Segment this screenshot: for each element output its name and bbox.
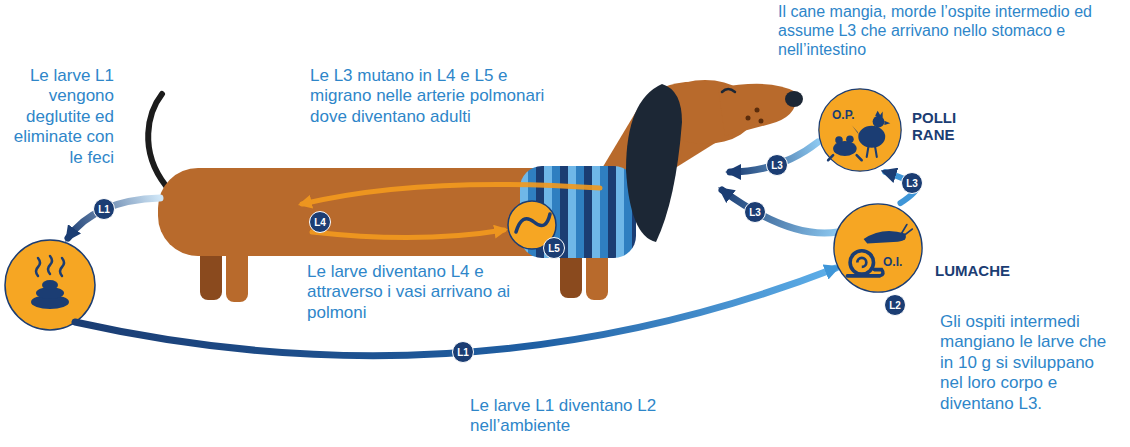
migration-path (312, 230, 504, 238)
circle-shape (819, 89, 901, 171)
larva-stage: L5 (543, 237, 565, 259)
step-note: Le L3 mutano in L4 e L5 e migrano nelle … (310, 66, 558, 127)
larva-stage: L4 (309, 211, 331, 233)
cycle-arrow (722, 190, 838, 233)
circle-shape (847, 270, 883, 276)
circle-shape (864, 231, 906, 244)
circle-shape (850, 251, 873, 274)
circle-shape (852, 125, 860, 135)
circle-shape (857, 258, 866, 267)
circle-shape (858, 126, 885, 148)
host-name: LUMACHE (935, 263, 1007, 280)
feces-circle (5, 240, 95, 330)
feces-circle (36, 256, 64, 276)
dog-figure (718, 84, 796, 136)
migration-path (302, 184, 600, 204)
host-code: O.I. (883, 255, 902, 269)
feces-circle (42, 280, 58, 290)
dog-figure (148, 94, 166, 186)
larva-stage: L3 (766, 154, 788, 176)
circle-shape (884, 121, 890, 125)
larva-stage: L2 (884, 294, 906, 316)
circle-shape (835, 136, 843, 144)
cycle-arrow (68, 198, 160, 238)
circle-shape (873, 116, 885, 128)
dog-figure (746, 116, 751, 121)
dog-figure (722, 89, 735, 92)
larva-stage: L1 (452, 341, 474, 363)
host-code: O.P. (832, 108, 854, 122)
circle-shape (833, 203, 923, 293)
circle-shape (901, 225, 912, 236)
worm-circle (516, 214, 550, 232)
circle-shape (833, 141, 857, 156)
circle-shape (818, 88, 902, 172)
step-note: Le larve L1 diventano L2 nell’ambiente (470, 396, 698, 437)
circle-shape (834, 204, 922, 292)
host-circle: O.P.POLLI RANE (818, 88, 902, 172)
circle-shape (846, 135, 854, 143)
dog-figure (785, 91, 803, 107)
step-note: Le larve diventano L4 e attraverso i vas… (307, 262, 529, 323)
circle-shape (828, 155, 862, 160)
step-note: Le larve L1 vengono deglutite ed elimina… (2, 66, 114, 168)
larva-stage: L1 (93, 198, 115, 220)
circle-shape (867, 147, 877, 157)
host-name: POLLI RANE (912, 110, 984, 143)
cycle-arrow (68, 142, 838, 356)
dog-figure (755, 108, 760, 113)
larva-stage: L3 (744, 201, 766, 223)
dog-figure (626, 84, 682, 242)
feces-circle (5, 240, 95, 330)
circle-shape (875, 111, 883, 118)
larva-stage: L3 (901, 172, 923, 194)
step-note: Gli ospiti intermedi mangiano le larve c… (940, 312, 1118, 414)
step-note: Il cane mangia, morde l’ospite intermedi… (778, 2, 1120, 60)
dog-figure (759, 119, 764, 124)
host-circle: O.I.LUMACHE (833, 203, 923, 293)
